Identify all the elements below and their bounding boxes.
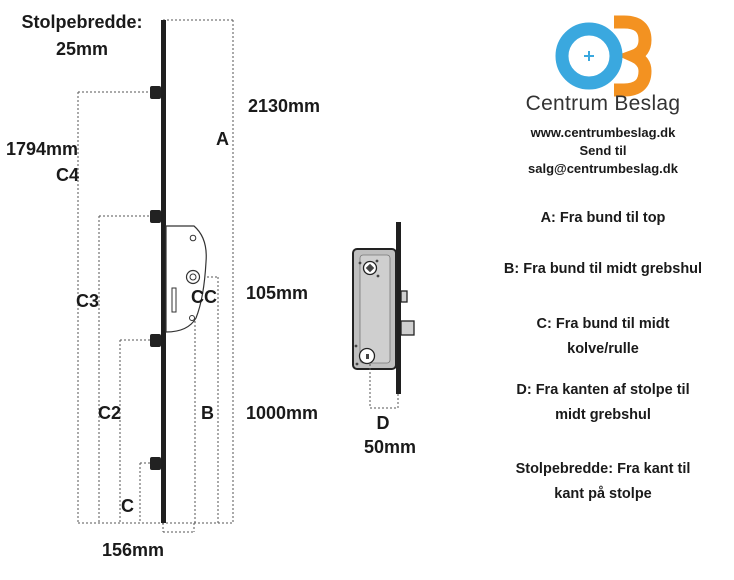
lock-rail <box>150 20 207 523</box>
brand-name: Centrum Beslag <box>525 92 681 115</box>
bolt-c2 <box>150 334 161 347</box>
dim-2130: 2130mm <box>248 96 320 116</box>
dim-1794: 1794mm <box>6 139 78 159</box>
legend-s-line2: kant på stolpe <box>554 486 652 502</box>
brand-email: salg@centrumbeslag.dk <box>528 161 678 176</box>
stolpebredde-title: Stolpebredde: <box>21 12 142 32</box>
dim-105: 105mm <box>246 283 308 303</box>
brand-logo-icon <box>555 15 652 97</box>
brand-website: www.centrumbeslag.dk <box>530 125 676 140</box>
dim-156: 156mm <box>102 540 164 560</box>
stolpebredde-value: 25mm <box>56 39 108 59</box>
label-cc: CC <box>191 287 217 307</box>
lock-body-detail <box>352 222 415 409</box>
legend-s-line1: Stolpebredde: Fra kant til <box>515 461 691 477</box>
legend-b: B: Fra bund til midt grebshul <box>503 261 703 277</box>
legend-d-line2: midt grebshul <box>555 407 651 423</box>
lock-case <box>165 225 207 333</box>
handle-hole-icon <box>185 269 201 285</box>
legend-c-line2: kolve/rulle <box>567 341 639 357</box>
bolt-c <box>150 457 161 470</box>
label-c2: C2 <box>98 403 121 423</box>
brand-send-to: Send til <box>579 143 627 158</box>
label-b: B <box>201 403 214 423</box>
bolt-c3 <box>150 210 161 223</box>
dim-50: 50mm <box>364 437 416 457</box>
label-a: A <box>216 129 229 149</box>
legend-c-line1: C: Fra bund til midt <box>536 316 670 332</box>
dim-1000: 1000mm <box>246 403 318 423</box>
legend-d-line1: D: Fra kanten af stolpe til <box>516 382 690 398</box>
label-c: C <box>121 496 134 516</box>
label-c4: C4 <box>56 165 79 185</box>
label-c3: C3 <box>76 291 99 311</box>
legend-a: A: Fra bund til top <box>540 210 666 226</box>
bolt-c4 <box>150 86 161 99</box>
label-d: D <box>377 413 390 433</box>
